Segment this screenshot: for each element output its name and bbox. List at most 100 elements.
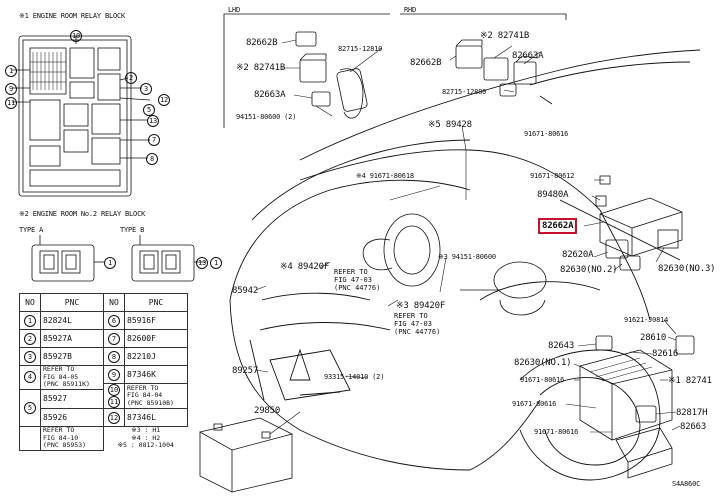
table-cell-pnc[interactable]: 85927B: [40, 347, 104, 366]
type-b-callout-13[interactable]: 13: [196, 257, 208, 269]
battery-drawing: [198, 417, 294, 493]
part-29850[interactable]: 29850: [254, 406, 281, 416]
part-91671-80616-a[interactable]: 91671-80616: [524, 130, 569, 138]
part-82663A-lhd[interactable]: 82663A: [254, 90, 286, 100]
callout-13[interactable]: 13: [147, 115, 159, 127]
footnote-3: ※3 : H1: [131, 426, 161, 434]
part-82662B-rhd[interactable]: 82662B: [410, 58, 442, 68]
lhd-label: LHD: [228, 6, 241, 14]
table-header: PNC: [40, 293, 104, 312]
table-header-row: NO PNC NO PNC: [19, 293, 188, 312]
type-b-callout-1[interactable]: 1: [210, 257, 222, 269]
part-82630-no2[interactable]: 82630(NO.2): [560, 265, 618, 275]
part-89428[interactable]: ※5 89428: [428, 120, 472, 130]
part-89420F-b[interactable]: ※3 89420F: [396, 301, 446, 311]
callout-11[interactable]: 11: [5, 97, 17, 109]
type-b-label: TYPE B: [120, 226, 145, 234]
table-cell-pnc[interactable]: 87346K: [124, 365, 188, 384]
part-82715-12810[interactable]: 82715-12810: [338, 45, 383, 53]
rhd-relay-parts-drawing: [455, 39, 553, 105]
part-82715-12880[interactable]: 82715-12880: [442, 88, 487, 96]
footnote-4: ※4 : H2: [131, 433, 161, 442]
callout-10[interactable]: 10: [70, 30, 82, 42]
part-93315-14010[interactable]: 93315-14010 (2): [324, 373, 385, 381]
type-a-label: TYPE A: [19, 226, 44, 234]
table-row: 5 85927: [19, 388, 188, 427]
table-cell-pnc[interactable]: 82210J: [124, 347, 188, 366]
part-82741[interactable]: ※1 82741: [668, 376, 712, 386]
part-82620A[interactable]: 82620A: [562, 250, 594, 260]
callout-2[interactable]: 2: [125, 72, 137, 84]
table-cell-pnc[interactable]: 85927: [40, 388, 104, 409]
part-82663[interactable]: 82663: [680, 422, 707, 432]
part-82662B-lhd[interactable]: 82662B: [246, 38, 278, 48]
callout-7[interactable]: 7: [148, 134, 160, 146]
part-91671-80612[interactable]: 91671-80612: [530, 172, 575, 180]
part-82630-no1[interactable]: 82630(NO.1): [514, 358, 572, 368]
part-82616[interactable]: 82616: [652, 349, 679, 359]
table-row: 1 82824L 6 85916F: [19, 311, 188, 330]
part-82663A-rhd[interactable]: 82663A: [512, 51, 544, 61]
part-82741B-lhd[interactable]: ※2 82741B: [236, 63, 286, 73]
callout-9[interactable]: 9: [5, 83, 17, 95]
table-cell-pnc[interactable]: 85916F: [124, 311, 188, 330]
part-91671-80618[interactable]: ※4 91671-80618: [356, 172, 414, 180]
table-cell-pnc[interactable]: 85926: [40, 408, 104, 427]
fuse-box-82741-drawing: [579, 335, 695, 479]
no2-relay-block-type-a-drawing: [31, 235, 104, 282]
callout-8[interactable]: 8: [146, 153, 158, 165]
part-82630-no3[interactable]: 82630(NO.3): [658, 264, 716, 274]
part-89420F-a[interactable]: ※4 89420F: [280, 262, 330, 272]
part-91671-80616-b[interactable]: 91671-80616: [520, 376, 565, 384]
rhd-label: RHD: [404, 6, 417, 14]
part-89257[interactable]: 89257: [232, 366, 259, 376]
vehicle-body-drawing: [229, 49, 701, 481]
callout-1[interactable]: 1: [5, 65, 17, 77]
type-a-callout-1[interactable]: 1: [104, 257, 116, 269]
footnote-5: ※5 : 0812-1004: [117, 441, 174, 449]
leader-lines: [255, 39, 681, 435]
table-header: NO: [19, 293, 41, 312]
table-cell-pnc[interactable]: 82824L: [40, 311, 104, 330]
part-82643[interactable]: 82643: [548, 341, 575, 351]
table-header: NO: [103, 293, 125, 312]
table-cell-pnc[interactable]: 82600F: [124, 329, 188, 348]
table-cell-pnc[interactable]: 85927A: [40, 329, 104, 348]
part-82662A-highlighted[interactable]: 82662A: [537, 218, 578, 234]
part-94151-80600-lhd[interactable]: 94151-80600 (2): [236, 113, 297, 121]
part-94151-80600-b[interactable]: ※3 94151-80600: [438, 253, 496, 261]
part-91621-J0814[interactable]: 91621-J0814: [624, 316, 669, 324]
engine-room-relay-block-drawing: [12, 35, 151, 197]
no2-relay-block-title: ※2 ENGINE ROOM No.2 RELAY BLOCK: [19, 210, 146, 218]
catalog-code: S4A860C: [672, 480, 701, 488]
callout-12[interactable]: 12: [158, 94, 170, 106]
relay-block-82662a-drawing: [595, 175, 683, 271]
table-header: PNC: [124, 293, 188, 312]
part-91671-80616-c[interactable]: 91671-80616: [512, 400, 557, 408]
relay-parts-table: NO PNC NO PNC 1 82824L 6 85916F 2 85927A…: [19, 293, 188, 451]
table-row: 85926 12 87346L: [20, 408, 188, 427]
part-89480A[interactable]: 89480A: [537, 190, 569, 200]
part-85942[interactable]: 85942: [232, 286, 259, 296]
callout-3[interactable]: 3: [140, 83, 152, 95]
part-91671-80616-d[interactable]: 91671-80616: [534, 428, 579, 436]
table-row: 3 85927B 8 82210J: [19, 347, 188, 366]
engine-room-relay-block-title: ※1 ENGINE ROOM RELAY BLOCK: [19, 12, 126, 20]
part-82817H[interactable]: 82817H: [676, 408, 708, 418]
table-cell-pnc[interactable]: 87346L: [124, 408, 188, 427]
table-row: 2 85927A 7 82600F: [19, 329, 188, 348]
part-82741B-rhd[interactable]: ※2 82741B: [480, 31, 530, 41]
no2-relay-block-type-b-drawing: [131, 235, 206, 282]
brake-booster-drawing: [362, 213, 547, 316]
part-28610[interactable]: 28610: [640, 333, 667, 343]
